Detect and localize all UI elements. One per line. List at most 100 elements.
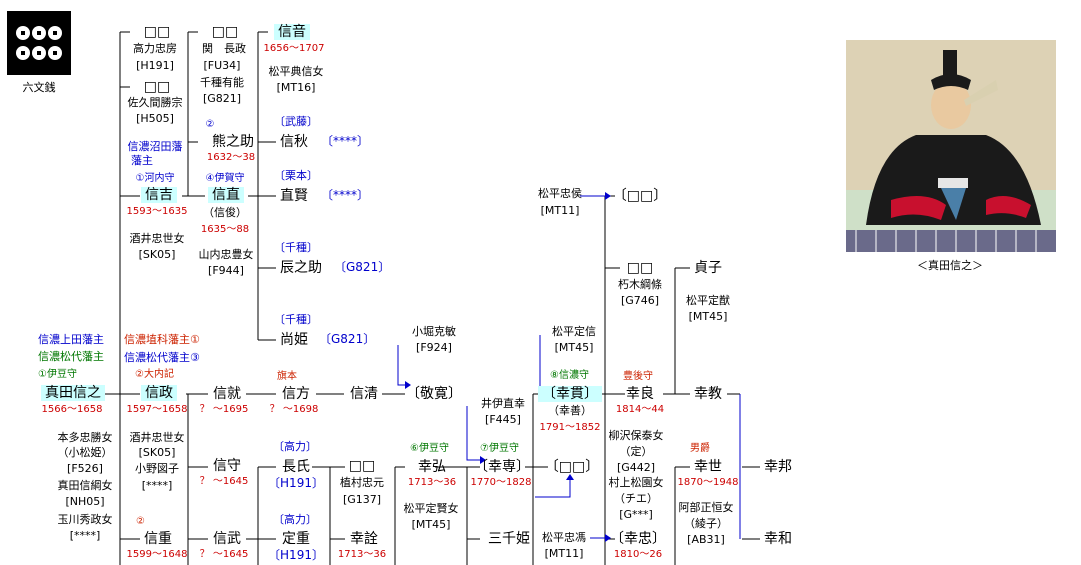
adopt-tadayori-code: [MT11] xyxy=(544,547,584,560)
person-yukitsura-years: 1791～1852 xyxy=(539,422,601,433)
person-yukitaka-title: ⑦伊豆守 xyxy=(480,443,519,454)
person-nobuyuki-name: 真田信之 xyxy=(41,385,105,402)
person-tatsunosuke-clan: 〔千種〕 xyxy=(274,241,318,254)
nobunao-spouse: 山内忠豊女 xyxy=(198,248,254,261)
person-yukikazu-name: 幸和 xyxy=(764,531,792,547)
sibling-2-spouse: 佐久間勝宗 xyxy=(127,96,183,109)
yukihiro-spouse: 松平定賢女 xyxy=(403,502,459,515)
nobuyuki-spouse-1-code: [F526] xyxy=(67,462,103,475)
yukiyoshi-spouse-2-code: [G***] xyxy=(619,508,653,521)
person-sadashige-clan: 〔高力〕 xyxy=(273,513,317,526)
yukiyoshi-spouse-2-alias: （チエ） xyxy=(614,492,658,505)
sibling-3-spouse-2: 千種有能 xyxy=(200,76,244,89)
yukiyo-spouse-alias: （綾子） xyxy=(684,517,728,530)
yukihiro-spouse-code: [MT45] xyxy=(411,518,451,531)
person-nobuaki-code: 〔****〕 xyxy=(321,134,370,148)
person-nobuyoshi-years: 1593～1635 xyxy=(126,206,188,217)
nobuyuki-spouse-1-alias: （小松姫） xyxy=(57,446,113,459)
person-yukiyo-name: 幸世 xyxy=(694,459,722,475)
sibling-1-code: [H191] xyxy=(136,59,174,72)
sibling-3-spouse-1: 関 長政 xyxy=(202,42,246,55)
yukiyoshi-spouse-1-alias: （定） xyxy=(619,445,653,458)
adopt-uemura-code: [G137] xyxy=(342,493,382,506)
sadako-spouse-code: [MT45] xyxy=(688,310,728,323)
person-nobuyoshi-title: ①河内守 xyxy=(135,173,175,184)
person-sibling-1-name: □□ xyxy=(143,24,171,40)
person-naokata-name: 直賢 xyxy=(280,188,308,204)
person-hisahime-code: 〔G821〕 xyxy=(319,332,376,346)
adopt-ii: 井伊直幸 xyxy=(481,397,525,410)
person-sadashige-code: 〔H191〕 xyxy=(268,548,324,562)
person-kmk3-name: 〔□□〕 xyxy=(612,188,668,204)
adopt-tadayori: 松平忠馮 xyxy=(542,531,586,544)
person-nobukiyo-name: 信清 xyxy=(350,386,378,402)
person-naokata-code: 〔****〕 xyxy=(321,188,370,202)
person-kumanosuke-title: ② xyxy=(205,119,215,130)
person-nobunao-name: 信直 xyxy=(208,187,244,204)
person-yukihiro-title: ⑥伊豆守 xyxy=(410,443,449,454)
nobuyuki-spouse-3: 玉川秀政女 xyxy=(57,513,113,526)
person-kmk-name: □□ xyxy=(348,458,376,474)
nobuyoshi-spouse-code: [SK05] xyxy=(138,248,176,261)
kmk4-spouse: 朽木綱條 xyxy=(618,278,662,291)
person-nobukata-years: ？ ～1698 xyxy=(269,404,319,415)
adopt-kobori: 小堀克敏 xyxy=(412,325,456,338)
person-sanzen-name: 三千姫 xyxy=(488,531,530,547)
nobuoto-spouse: 松平典信女 xyxy=(268,65,324,78)
adopt-kobori-code: [F924] xyxy=(416,341,452,354)
person-hisahime-clan: 〔千種〕 xyxy=(274,313,318,326)
person-yukikuni-name: 幸邦 xyxy=(764,459,792,475)
person-yukinori-name: 幸詮 xyxy=(350,531,378,547)
person-kumanosuke-name: 熊之助 xyxy=(212,134,254,150)
fief-matsushiro-north: 信濃松代藩主 xyxy=(38,350,104,363)
rokumonsen-crest xyxy=(7,11,71,75)
fief-hanishina: 信濃埴科藩主① xyxy=(124,333,200,346)
person-nobutake-years: ？ ～1645 xyxy=(199,549,249,560)
person-sadako-name: 貞子 xyxy=(694,260,722,276)
person-yukinori2-name: 幸教 xyxy=(694,386,722,402)
person-nobuyuki-title: ①伊豆守 xyxy=(38,369,77,380)
person-nagauji-name: 長氏 xyxy=(282,459,310,475)
person-yukiyoshi-title: 豊後守 xyxy=(623,371,653,382)
yukiyoshi-spouse-2: 村上松園女 xyxy=(608,476,664,489)
sibling-3-code-2: [G821] xyxy=(202,92,242,105)
portrait-image xyxy=(846,40,1056,252)
nobumasa-spouse-2-code: [****] xyxy=(141,479,173,492)
person-nobutake-name: 信武 xyxy=(213,531,241,547)
adopt-ii-code: [F445] xyxy=(485,413,521,426)
person-nobuyuki-years: 1566～1658 xyxy=(41,404,103,415)
person-yukitaka-name: 〔幸専〕 xyxy=(474,459,530,475)
person-yukitsura-alias: （幸善） xyxy=(548,404,592,417)
adopt-uemura: 植村忠元 xyxy=(340,476,384,489)
person-nagauji-clan: 〔高力〕 xyxy=(273,440,317,453)
fief-numata-1: 信濃沼田藩 xyxy=(127,140,183,153)
person-yukiyoshi-years: 1814～44 xyxy=(615,404,665,415)
kmk4-spouse-code: [G746] xyxy=(620,294,660,307)
person-nobunao-alias: （信俊） xyxy=(203,206,247,219)
nobuyoshi-spouse: 酒井忠世女 xyxy=(129,232,185,245)
sibling-2-code: [H505] xyxy=(136,112,174,125)
person-yukitada-name: 〔幸忠〕 xyxy=(610,531,666,547)
person-nobukata-name: 信方 xyxy=(282,386,310,402)
person-yukiyo-years: 1870～1948 xyxy=(677,477,739,488)
portrait-illustration xyxy=(846,40,1056,252)
person-nobunao-title: ④伊賀守 xyxy=(205,173,245,184)
fief-ueda: 信濃上田藩主 xyxy=(38,333,104,346)
person-nobunari-name: 信就 xyxy=(213,386,241,402)
crest-label: 六文銭 xyxy=(22,81,56,94)
person-nobunao-years: 1635～88 xyxy=(200,224,250,235)
person-nobumasa-years: 1597～1658 xyxy=(126,404,188,415)
nobuyuki-spouse-2: 真田信綱女 xyxy=(57,479,113,492)
yukiyo-spouse-code: [AB31] xyxy=(687,533,725,546)
person-yukitaka-years: 1770～1828 xyxy=(470,477,532,488)
person-kumanosuke-years: 1632～38 xyxy=(206,152,256,163)
person-nobumasa-name: 信政 xyxy=(141,385,177,402)
person-sibling-2-name: □□ xyxy=(143,79,171,95)
person-nobushige-title: ② xyxy=(136,516,145,527)
person-hisahime-name: 尚姫 xyxy=(280,332,308,348)
nobuyuki-spouse-2-code: [NH05] xyxy=(65,495,105,508)
person-sibling-3-name: □□ xyxy=(211,24,239,40)
yukiyoshi-spouse-1: 柳沢保泰女 xyxy=(608,429,664,442)
yukiyo-spouse: 阿部正恒女 xyxy=(678,501,734,514)
